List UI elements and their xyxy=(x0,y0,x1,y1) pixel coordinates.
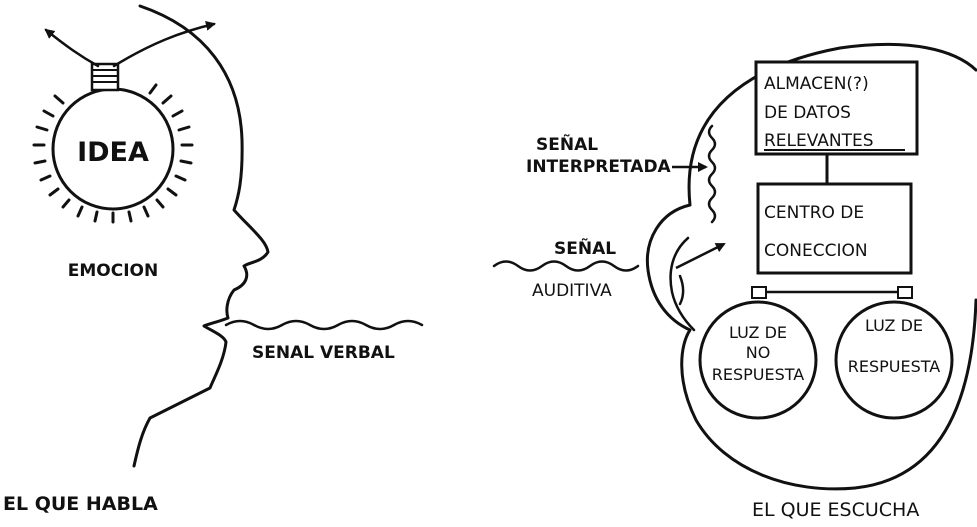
auditory-signal-line-2: AUDITIVA xyxy=(532,281,612,301)
response-line-2: RESPUESTA xyxy=(848,357,941,376)
speaker-caption: EL QUE HABLA xyxy=(3,493,158,515)
interpreted-signal-wave xyxy=(709,126,715,222)
storage-line-3: RELEVANTES xyxy=(764,131,874,151)
socket-right xyxy=(898,287,912,298)
connection-line-1: CENTRO DE xyxy=(764,203,864,223)
bulb-socket xyxy=(92,64,118,90)
connection-line-2: CONECCION xyxy=(764,241,868,261)
idea-arrow-left xyxy=(46,30,98,66)
socket-left xyxy=(752,287,766,298)
speaker-group: IDEA EMOCION SENAL VERBAL EL QUE HABLA xyxy=(3,6,422,515)
listener-caption: EL QUE ESCUCHA xyxy=(752,499,919,521)
no-response-line-2: NO xyxy=(746,343,771,362)
no-response-line-1: LUZ DE xyxy=(729,323,787,342)
idea-arrow-right xyxy=(114,24,214,66)
auditory-signal-arrow xyxy=(676,244,724,268)
response-line-1: LUZ DE xyxy=(865,316,923,335)
idea-label: IDEA xyxy=(77,137,149,168)
interpreted-signal-line-1: SEÑAL xyxy=(536,132,598,155)
auditory-signal-line-1: SEÑAL xyxy=(554,236,616,259)
auditory-signal-wave xyxy=(494,262,638,271)
interpreted-signal-line-2: INTERPRETADA xyxy=(526,157,672,177)
storage-line-2: DE DATOS xyxy=(764,103,851,123)
verbal-signal-wave xyxy=(226,321,422,329)
emotion-label: EMOCION xyxy=(68,261,158,281)
no-response-line-3: RESPUESTA xyxy=(712,365,805,384)
speaker-head-outline xyxy=(134,6,268,466)
listener-group: ALMACEN(?) DE DATOS RELEVANTES CENTRO DE… xyxy=(494,44,976,521)
storage-line-1: ALMACEN(?) xyxy=(764,74,869,94)
ear-inner xyxy=(680,276,683,304)
verbal-signal-label: SENAL VERBAL xyxy=(252,343,395,363)
